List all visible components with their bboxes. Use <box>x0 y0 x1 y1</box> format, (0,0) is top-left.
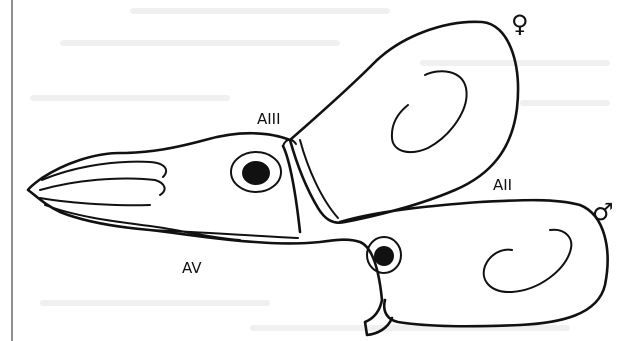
female-eye-pupil <box>242 161 270 185</box>
arm-lobe-upper <box>42 162 166 180</box>
arm-a3-line <box>283 146 300 232</box>
female-mantle-outline <box>290 22 518 223</box>
female-neck-line <box>300 140 338 218</box>
female-squid <box>290 22 518 223</box>
background-show-through <box>30 8 610 331</box>
arm-a2-label: AII <box>493 176 512 194</box>
female-gill-curl <box>392 71 467 152</box>
male-eye-pupil <box>374 246 394 266</box>
arm-crown <box>28 133 382 300</box>
female-symbol-label: ♀ <box>511 10 529 38</box>
arm-lobe-lower <box>40 198 150 205</box>
arm-a3-label: AIII <box>257 110 281 128</box>
arm-lobe-middle <box>40 178 165 195</box>
arm-a5-label: AV <box>182 259 202 277</box>
male-gill-curl <box>484 230 572 292</box>
arm-lobe-bottom <box>45 205 240 240</box>
male-symbol-label: ♂ <box>592 198 614 226</box>
male-squid <box>340 200 608 335</box>
head-outline <box>28 133 382 300</box>
